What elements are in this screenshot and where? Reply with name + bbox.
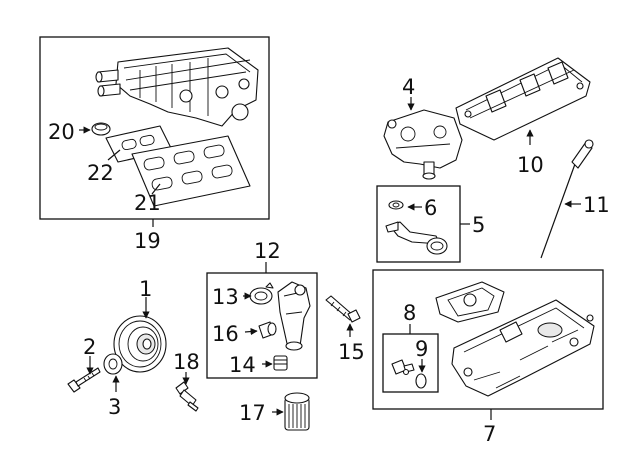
oil-pump-part-4[interactable] xyxy=(383,109,463,180)
bolt-part-15[interactable] xyxy=(325,295,361,323)
callout-4[interactable]: 4 xyxy=(402,75,415,99)
callout-12[interactable]: 12 xyxy=(254,239,281,263)
callout-1[interactable]: 1 xyxy=(139,277,152,301)
callout-20[interactable]: 20 xyxy=(48,120,75,144)
group-box-12 xyxy=(206,272,318,379)
callout-19[interactable]: 19 xyxy=(134,229,161,253)
group-box-7 xyxy=(372,269,604,410)
oil-pan-group: 7 8 9 xyxy=(372,269,604,446)
group-box-8 xyxy=(382,333,439,393)
washer-part-9[interactable] xyxy=(415,373,427,389)
nipple-part-14[interactable] xyxy=(273,355,288,371)
callout-18[interactable]: 18 xyxy=(173,350,200,374)
filter-adapter-housing[interactable] xyxy=(277,281,311,351)
oil-pickup-tube[interactable] xyxy=(385,221,448,255)
oil-pan-upper-part[interactable] xyxy=(435,281,505,323)
clamp-part-13[interactable] xyxy=(249,282,274,305)
bedplate-part-10[interactable] xyxy=(455,57,591,141)
callout-6[interactable]: 6 xyxy=(424,196,437,220)
group-box-5 xyxy=(376,185,461,263)
callout-8[interactable]: 8 xyxy=(403,301,416,325)
o-ring-part-6[interactable] xyxy=(388,200,404,210)
callout-9[interactable]: 9 xyxy=(415,337,428,361)
seal-part-16[interactable] xyxy=(258,321,277,339)
callout-7[interactable]: 7 xyxy=(483,422,496,446)
callout-17[interactable]: 17 xyxy=(239,401,266,425)
intake-manifold-part[interactable] xyxy=(95,47,259,127)
oil-pan-part[interactable] xyxy=(451,299,595,397)
callout-16[interactable]: 16 xyxy=(212,322,239,346)
sensor-part-18[interactable] xyxy=(175,381,199,412)
callout-22[interactable]: 22 xyxy=(87,161,114,185)
dipstick-part-11[interactable] xyxy=(540,139,594,259)
intake-manifold-group: 19 20 22 xyxy=(39,36,270,253)
callout-10[interactable]: 10 xyxy=(517,153,544,177)
callout-14[interactable]: 14 xyxy=(229,353,256,377)
filter-adapter-group: 12 13 16 14 xyxy=(206,239,318,379)
oil-pickup-group: 5 6 xyxy=(376,185,485,263)
callout-11[interactable]: 11 xyxy=(583,193,610,217)
bolt-part-2[interactable] xyxy=(67,367,101,393)
callout-13[interactable]: 13 xyxy=(212,285,239,309)
callout-21[interactable]: 21 xyxy=(134,191,161,215)
oil-filter-part-17[interactable] xyxy=(284,392,310,431)
plug-part-20[interactable] xyxy=(91,122,111,136)
callout-2[interactable]: 2 xyxy=(83,335,96,359)
crank-pulley-part-1[interactable] xyxy=(113,315,167,373)
washer-part-3[interactable] xyxy=(103,353,123,375)
group-box-19 xyxy=(39,36,270,220)
gasket-large-part-21[interactable] xyxy=(131,135,251,207)
callout-5[interactable]: 5 xyxy=(472,213,485,237)
callout-3[interactable]: 3 xyxy=(108,395,121,419)
drain-plug-part-8[interactable] xyxy=(391,359,415,376)
callout-15[interactable]: 15 xyxy=(338,340,365,364)
